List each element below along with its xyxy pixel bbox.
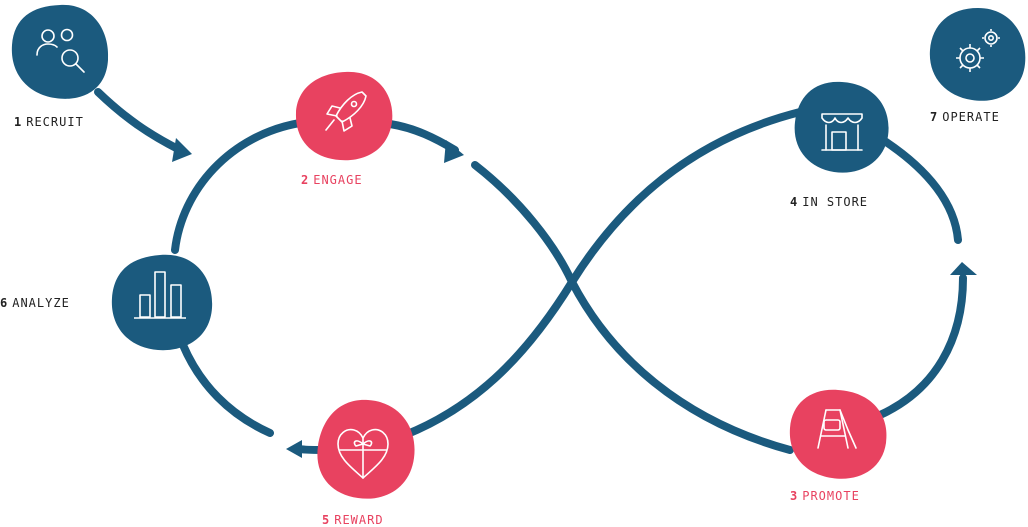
- crossing-line-down: [471, 161, 794, 454]
- step-number: 2: [301, 173, 310, 187]
- arrowhead-after-promote: [950, 262, 977, 275]
- analyze-node: [111, 254, 213, 351]
- left-loop-upper-arc: [171, 119, 304, 254]
- gift-heart-icon: [337, 428, 389, 479]
- promote-right-arc: [876, 274, 967, 419]
- bar-chart-icon: [134, 271, 186, 319]
- step-number: 4: [790, 195, 799, 209]
- step-name: ANALYZE: [12, 296, 70, 310]
- step-number: 7: [930, 110, 939, 124]
- storefront-icon: [821, 113, 863, 151]
- arrowhead-after-reward: [286, 440, 302, 458]
- promote-node: [789, 389, 887, 479]
- engage-node: [295, 71, 393, 161]
- step-name: OPERATE: [942, 110, 1000, 124]
- instore-right-arc: [876, 134, 962, 244]
- arrowhead-to-loop: [172, 138, 192, 162]
- step-number: 3: [790, 489, 799, 503]
- left-loop-lower-arc: [179, 341, 274, 437]
- step-name: IN STORE: [802, 195, 869, 209]
- step-number: 1: [14, 115, 23, 129]
- engage-to-crossing-arc: [386, 120, 459, 154]
- recruit-node: [11, 4, 109, 99]
- step-number: 5: [322, 513, 331, 527]
- step-name: ENGAGE: [313, 173, 363, 187]
- loop-path: [94, 88, 967, 454]
- operate-node: [929, 8, 1026, 101]
- step-name: RECRUIT: [26, 115, 84, 129]
- sandwich-board-icon: [817, 409, 857, 449]
- crossing-line-up: [401, 108, 804, 439]
- step-name: REWARD: [334, 513, 384, 527]
- reward-node: [317, 399, 415, 499]
- rocket-icon: [325, 91, 367, 132]
- arrowhead-after-engage: [444, 140, 464, 163]
- step-number: 6: [0, 296, 9, 310]
- instore-node: [794, 81, 889, 173]
- gears-icon: [956, 29, 1000, 72]
- step-name: PROMOTE: [802, 489, 860, 503]
- people-search-icon: [36, 28, 85, 73]
- recruit-connector: [94, 88, 184, 154]
